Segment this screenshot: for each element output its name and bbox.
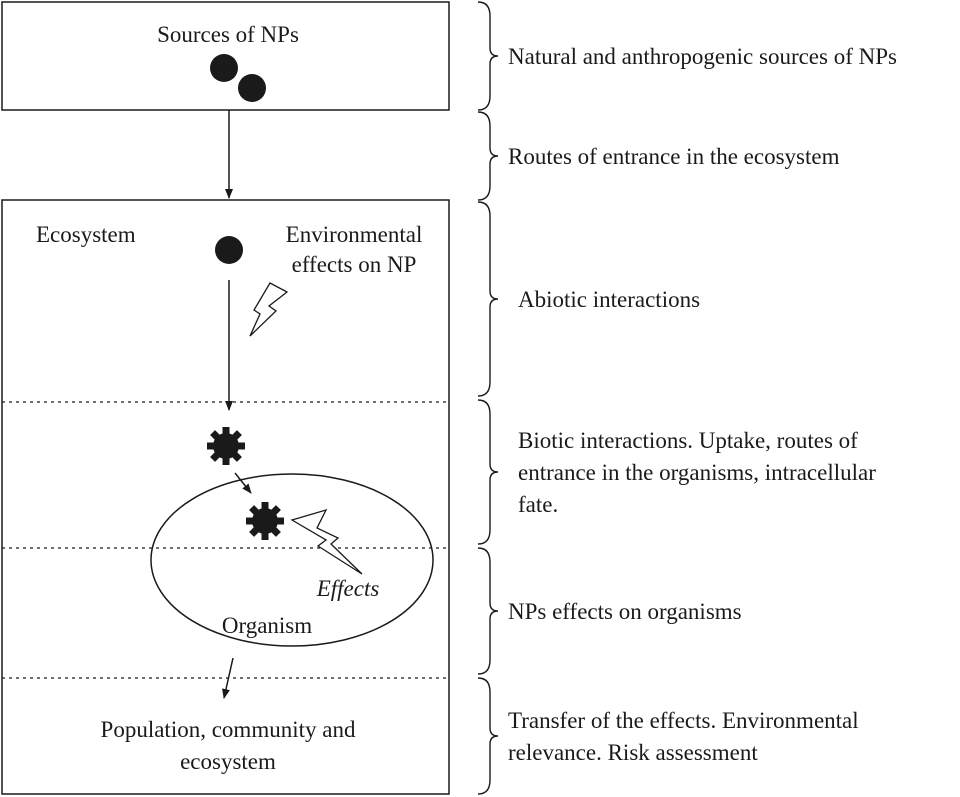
annotation-text: fate. [518, 492, 558, 517]
nanoparticle-dot-icon [238, 74, 266, 102]
annotation-text: Biotic interactions. Uptake, routes of [518, 428, 858, 453]
uptake-arrow [234, 472, 252, 494]
effects-label: Effects [316, 576, 380, 601]
annotation-text: relevance. Risk assessment [508, 740, 758, 765]
organism-ellipse [150, 473, 434, 647]
annotation-text: Abiotic interactions [518, 287, 700, 312]
lightning-bolt-icon [249, 282, 289, 337]
env-effects-label-line1: Environmental [286, 222, 423, 247]
curly-brace [477, 677, 499, 795]
spiky-nanoparticle-icon [207, 427, 245, 465]
env-effects-label-line2: effects on NP [292, 252, 417, 277]
population-label-line2: ecosystem [180, 749, 276, 774]
lightning-bolt-icon [290, 508, 363, 575]
curly-brace [477, 547, 499, 675]
nanoparticle-dot-icon [210, 54, 238, 82]
curly-brace [477, 399, 499, 545]
annotation-text: Natural and anthropogenic sources of NPs [508, 44, 897, 69]
nanoparticle-dot-icon [215, 236, 243, 264]
annotation-text: Transfer of the effects. Environmental [508, 708, 859, 733]
ecosystem-label: Ecosystem [36, 222, 136, 247]
annotation-text: entrance in the organisms, intracellular [518, 460, 876, 485]
organism-label: Organism [222, 613, 312, 638]
sources-label: Sources of NPs [157, 22, 299, 47]
curly-brace [477, 201, 499, 397]
population-label-line1: Population, community and [101, 717, 356, 742]
curly-brace [477, 1, 499, 111]
annotation-braces: Natural and anthropogenic sources of NPs… [477, 1, 897, 795]
curly-brace [477, 111, 499, 201]
transfer-arrow [222, 657, 234, 699]
sources-box: Sources of NPs [1, 1, 450, 111]
spiky-nanoparticle-icon [246, 502, 284, 540]
ecosystem-box: Ecosystem Environmental effects on NP [1, 199, 450, 795]
annotation-text: Routes of entrance in the ecosystem [508, 144, 840, 169]
annotation-text: NPs effects on organisms [508, 599, 742, 624]
